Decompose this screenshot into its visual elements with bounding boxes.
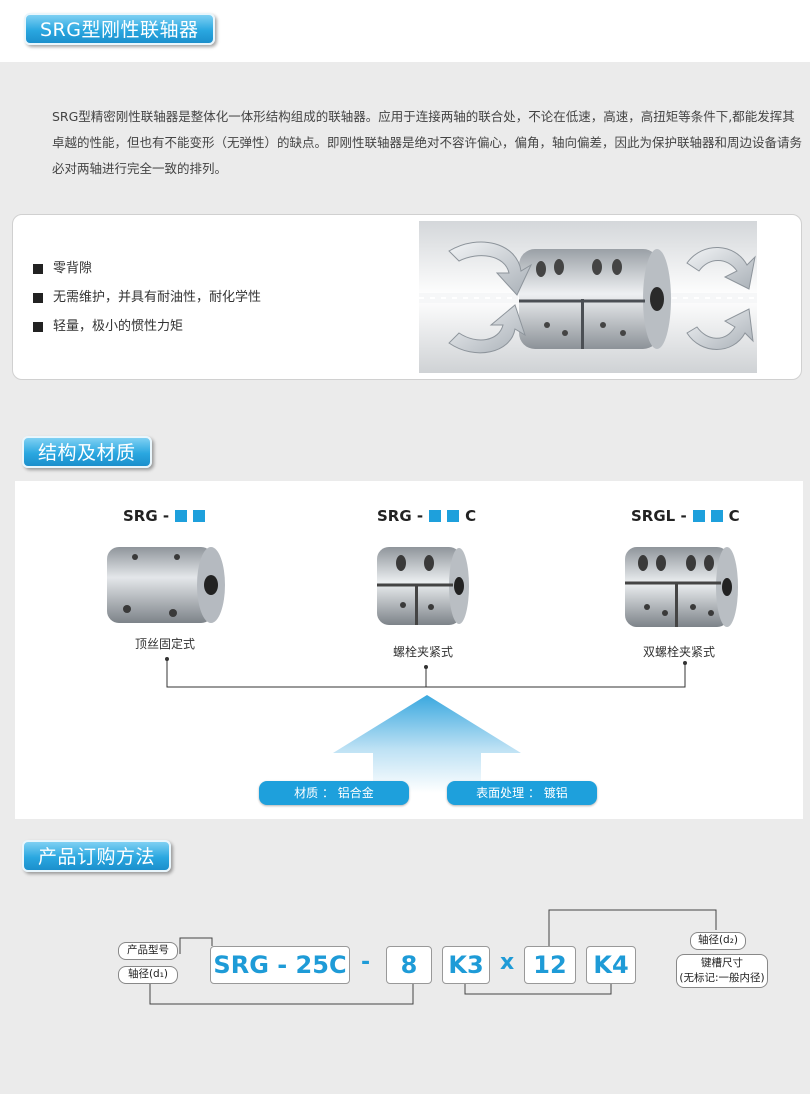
- section-title-srg: SRG型刚性联轴器: [24, 13, 215, 45]
- material-pill: 材质 ： 铝合金: [259, 781, 409, 805]
- coupling-srg-image: [107, 547, 225, 623]
- label-product-model: 产品型号: [118, 942, 178, 960]
- bullet-square-icon: [33, 293, 43, 303]
- feature-item: 轻量，极小的惯性力矩: [33, 317, 261, 346]
- section-title-structure: 结构及材质: [22, 436, 152, 468]
- feature-list: 零背隙 无需维护，并具有耐油性，耐化学性 轻量，极小的惯性力矩: [33, 259, 261, 346]
- blank-square-icon: [193, 510, 206, 522]
- code-bore-d1: 8: [386, 946, 432, 984]
- caption-set-screw: 顶丝固定式: [135, 637, 196, 651]
- code-dash: -: [361, 950, 371, 975]
- code-model: SRG - 25C: [210, 946, 350, 984]
- code-times: x: [500, 950, 515, 975]
- code-keyway-k4: K4: [586, 946, 636, 984]
- section-title-order: 产品订购方法: [22, 840, 172, 872]
- feature-card: 零背隙 无需维护，并具有耐油性，耐化学性 轻量，极小的惯性力矩: [12, 214, 802, 380]
- intro-paragraph: SRG型精密刚性联轴器是整体化一体形结构组成的联轴器。应用于连接两轴的联合处，不…: [52, 109, 803, 176]
- structure-panel: SRG - SRG - C SRGL - C: [15, 481, 803, 819]
- blank-square-icon: [710, 510, 723, 522]
- blank-square-icon: [429, 510, 442, 522]
- coupling-srg-c-image: [377, 547, 469, 625]
- blank-square-icon: [447, 510, 460, 522]
- code-bore-d2: 12: [524, 946, 576, 984]
- surface-pill: 表面处理 ： 镀铝: [447, 781, 597, 805]
- label-bore-d1: 轴径(d₁): [118, 966, 178, 984]
- coupling-srgl-c-image: [625, 547, 738, 627]
- bullet-square-icon: [33, 264, 43, 274]
- bullet-square-icon: [33, 322, 43, 332]
- coupling-rotation-illustration: [419, 221, 757, 373]
- caption-double-clamp: 双螺栓夹紧式: [643, 645, 716, 659]
- product-title-srgl-c: SRGL - C: [631, 507, 740, 525]
- order-connector-lines: [149, 909, 717, 1005]
- caption-clamp: 螺栓夹紧式: [393, 645, 454, 659]
- order-code-area: 产品型号 轴径(d₁) SRG - 25C - 8 K3 x 12 K4 轴径(…: [0, 880, 810, 1094]
- product-title-srg: SRG -: [123, 507, 206, 525]
- code-keyway-k3: K3: [442, 946, 490, 984]
- feature-item: 无需维护，并具有耐油性，耐化学性: [33, 288, 261, 317]
- label-bore-d2: 轴径(d₂): [690, 932, 746, 950]
- up-arrow-icon: [333, 695, 521, 793]
- label-keyway-size: 键槽尺寸 (无标记:一般内径): [676, 954, 768, 988]
- product-title-srg-c: SRG - C: [377, 507, 477, 525]
- blank-square-icon: [692, 510, 705, 522]
- connector-lines: [165, 657, 687, 688]
- blank-square-icon: [175, 510, 188, 522]
- feature-item: 零背隙: [33, 259, 261, 288]
